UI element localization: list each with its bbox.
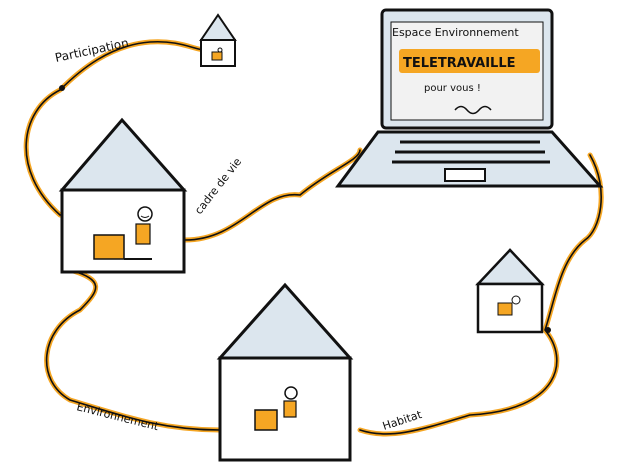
house-center	[216, 282, 354, 462]
house-small-top	[199, 13, 237, 67]
path-dot	[59, 85, 65, 91]
laptop-icon: Espace Environnement TELETRAVAILLE pour …	[335, 8, 604, 188]
laptop-mini	[93, 234, 125, 260]
keyboard	[392, 140, 550, 164]
smiley-person-icon	[137, 206, 153, 222]
laptop-base	[335, 130, 604, 188]
laptop-line2: TELETRAVAILLE	[403, 56, 516, 71]
trackpad	[444, 168, 486, 182]
label-environnement: Environnement	[75, 400, 160, 433]
laptop-line1: Espace Environnement	[392, 26, 519, 39]
laptop-line3: pour vous !	[424, 83, 481, 94]
smiley-person-icon	[284, 386, 298, 400]
signature	[454, 105, 492, 115]
path-dot	[545, 327, 551, 333]
house-left	[58, 117, 188, 274]
house-small-right	[475, 248, 545, 334]
path-line	[25, 40, 602, 435]
label-cadre-de-vie: cadre de vie	[192, 155, 244, 217]
